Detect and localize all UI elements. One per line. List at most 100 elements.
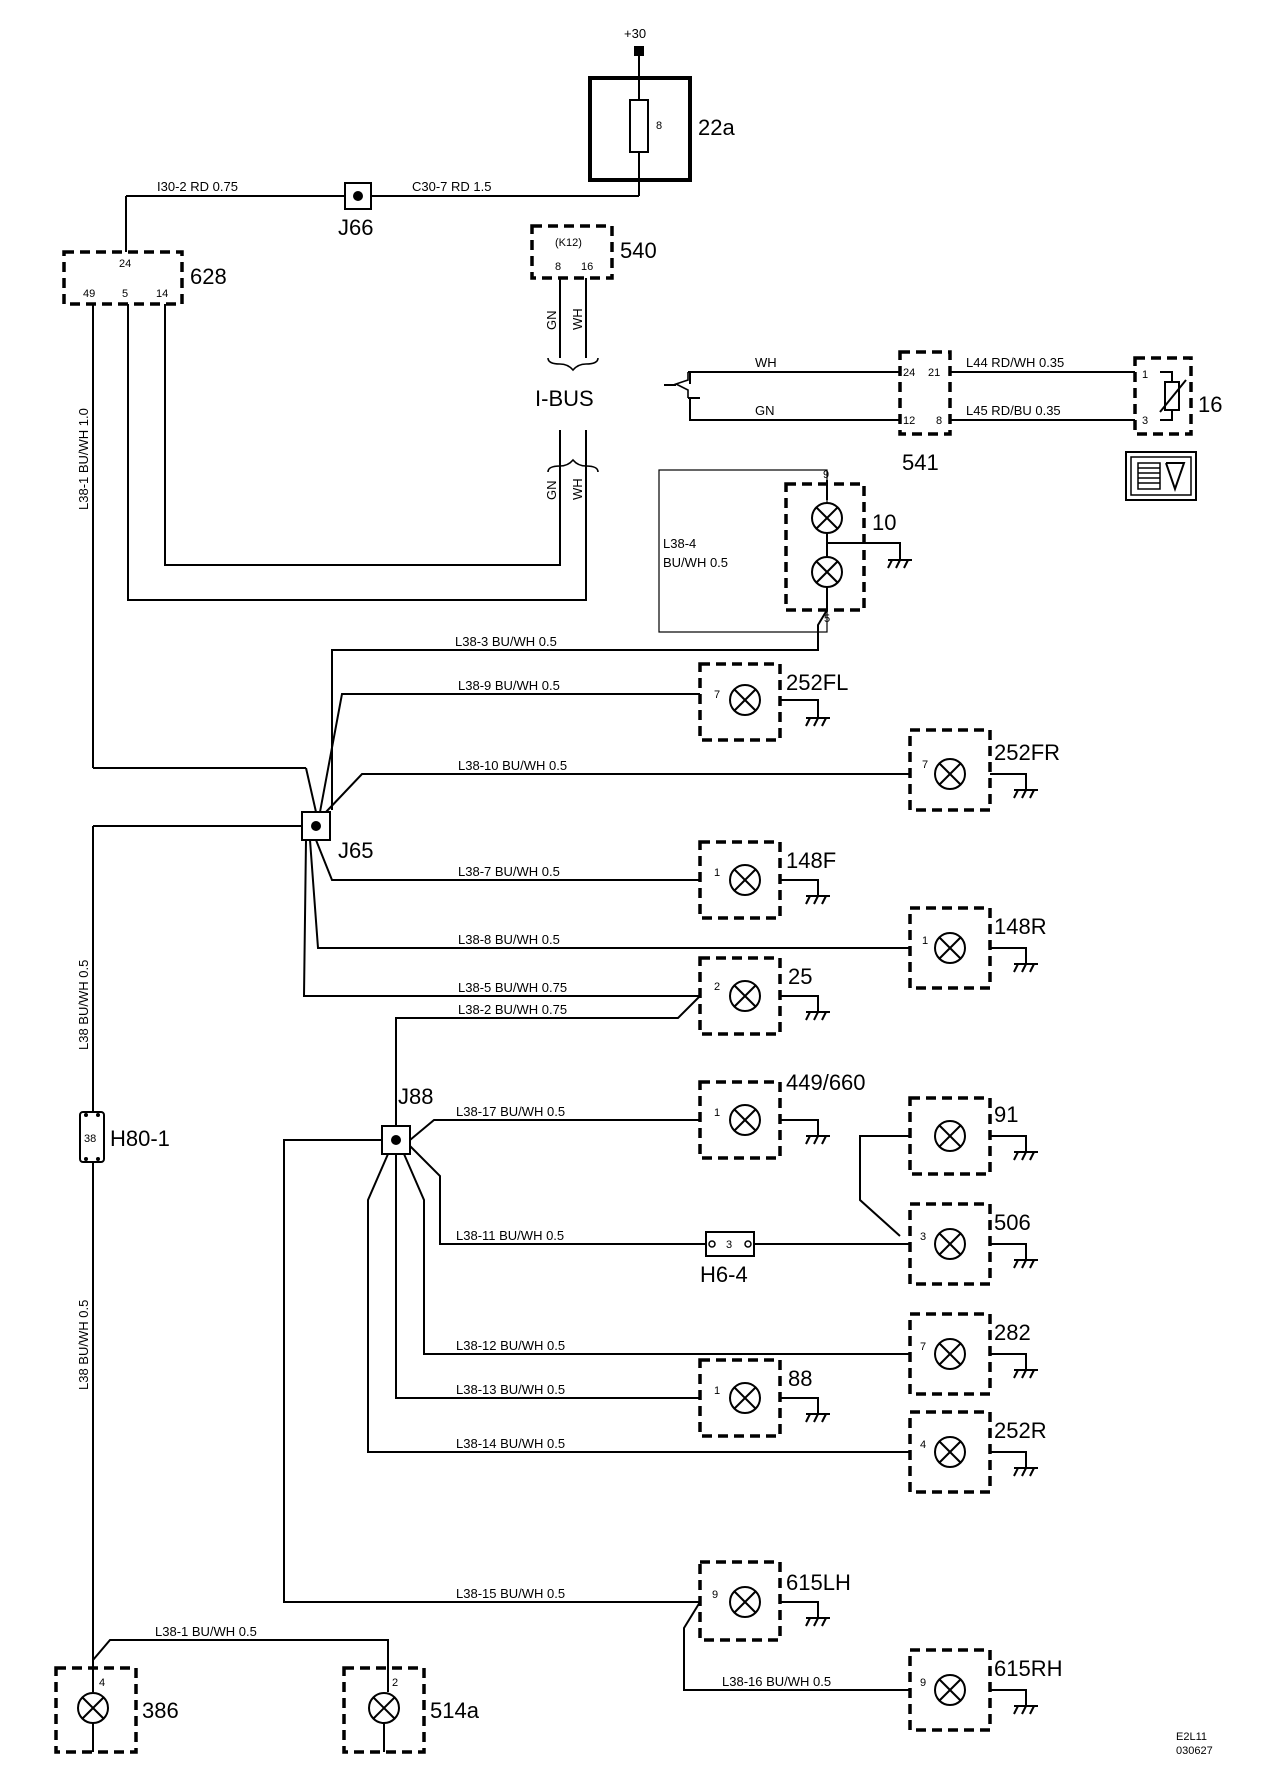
ground-icon xyxy=(1013,1467,1038,1477)
component-252fl-box xyxy=(698,662,782,742)
wire-label: L38-13 BU/WH 0.5 xyxy=(456,1382,565,1397)
pin-label: 1 xyxy=(1142,369,1148,381)
pin-label: 4 xyxy=(920,1439,926,1451)
pin-label: 7 xyxy=(714,689,720,701)
supply-label: +30 xyxy=(624,26,646,41)
component-label-252fr: 252FR xyxy=(994,740,1060,765)
pin-label: 3 xyxy=(1142,415,1148,427)
lamp-icon xyxy=(729,1586,761,1618)
wire-label: L38-15 BU/WH 0.5 xyxy=(456,1586,565,1601)
lamp-icon xyxy=(811,502,843,534)
lamp-icon xyxy=(934,932,966,964)
lamp-icon xyxy=(729,864,761,896)
component-label-615lh: 615LH xyxy=(786,1570,851,1595)
wire-label: GN xyxy=(755,403,775,418)
component-514a-box xyxy=(342,1666,426,1754)
pin-label: 21 xyxy=(928,367,940,379)
wire-label: C30-7 RD 1.5 xyxy=(412,179,491,194)
component-label-148r: 148R xyxy=(994,914,1047,939)
component-10-outline xyxy=(658,469,828,633)
lamp-icon xyxy=(934,1120,966,1152)
wire-label: BU/WH 0.5 xyxy=(663,555,728,570)
pin-label: 5 xyxy=(824,613,830,625)
wire-label: WH xyxy=(570,308,585,330)
supply-terminal xyxy=(634,46,644,56)
ground-icon xyxy=(1013,789,1038,799)
pin-label: 3 xyxy=(726,1239,732,1251)
wire-label: L38-2 BU/WH 0.75 xyxy=(458,1002,567,1017)
pin-label: 1 xyxy=(714,1385,720,1397)
component-label-540: 540 xyxy=(620,238,657,263)
wire-label: L38-1 BU/WH 0.5 xyxy=(155,1624,257,1639)
lamp-icon xyxy=(934,758,966,790)
pin-label: (K12) xyxy=(555,237,582,249)
component-label-25: 25 xyxy=(788,964,812,989)
component-628-box xyxy=(62,250,184,306)
lamp-icon xyxy=(729,1104,761,1136)
pin-label: 2 xyxy=(392,1677,398,1689)
ground-icon xyxy=(805,1617,830,1627)
lamp-icon xyxy=(934,1674,966,1706)
wire-label: I30-2 RD 0.75 xyxy=(157,179,238,194)
connector-label-h6-4: H6-4 xyxy=(700,1262,748,1287)
junction-label-j65: J65 xyxy=(338,838,373,863)
pin-label: 7 xyxy=(922,759,928,771)
component-label-615rh: 615RH xyxy=(994,1656,1062,1681)
wire-label: L38-4 xyxy=(663,536,696,551)
component-label-16: 16 xyxy=(1198,392,1222,417)
lamp-icon xyxy=(811,556,843,588)
lamp-icon xyxy=(729,980,761,1012)
ground-icon xyxy=(887,559,912,569)
bus-label: I-BUS xyxy=(535,386,594,411)
ground-icon xyxy=(805,1413,830,1423)
lamp-icon xyxy=(729,1382,761,1414)
pin-label: 8 xyxy=(936,415,942,427)
pin-label: 3 xyxy=(920,1231,926,1243)
component-label-506: 506 xyxy=(994,1210,1031,1235)
component-22a-box xyxy=(588,76,692,182)
component-label-252fl: 252FL xyxy=(786,670,848,695)
pin-label: 7 xyxy=(920,1341,926,1353)
junction-label-j88: J88 xyxy=(398,1084,433,1109)
pin-label: 14 xyxy=(156,288,168,300)
component-label-88: 88 xyxy=(788,1366,812,1391)
component-label-252r: 252R xyxy=(994,1418,1047,1443)
connector-label-h80-1: H80-1 xyxy=(110,1126,170,1151)
pin-label: 9 xyxy=(920,1677,926,1689)
lamp-icon xyxy=(934,1338,966,1370)
lamp-icon xyxy=(368,1692,400,1724)
pin-label: 8 xyxy=(656,120,662,132)
wire-label: L38-17 BU/WH 0.5 xyxy=(456,1104,565,1119)
lamp-icon xyxy=(934,1436,966,1468)
wire-label: L45 RD/BU 0.35 xyxy=(966,403,1061,418)
wire-label: L38-16 BU/WH 0.5 xyxy=(722,1674,831,1689)
wire-label: L38-3 BU/WH 0.5 xyxy=(455,634,557,649)
ground-icon xyxy=(1013,1151,1038,1161)
wire-label: L38-9 BU/WH 0.5 xyxy=(458,678,560,693)
component-label-541: 541 xyxy=(902,450,939,475)
lamp-icon xyxy=(729,684,761,716)
component-label-10: 10 xyxy=(872,510,896,535)
component-label-282: 282 xyxy=(994,1320,1031,1345)
ground-icon xyxy=(805,1135,830,1145)
component-label-91: 91 xyxy=(994,1102,1018,1127)
wire-label: L38-8 BU/WH 0.5 xyxy=(458,932,560,947)
pin-label: 16 xyxy=(581,261,593,273)
ground-icon xyxy=(1013,963,1038,973)
wire-label: GN xyxy=(544,311,559,331)
component-label-449-660: 449/660 xyxy=(786,1070,866,1095)
component-252fr-box xyxy=(908,728,992,812)
component-541-box xyxy=(898,350,952,436)
reference-code: E2L11 xyxy=(1176,1731,1207,1743)
wire-label: L38-10 BU/WH 0.5 xyxy=(458,758,567,773)
pin-label: 9 xyxy=(823,469,829,481)
pin-label: 2 xyxy=(714,981,720,993)
ground-icon xyxy=(1013,1259,1038,1269)
lamp-icon xyxy=(77,1692,109,1724)
junction-label-j66: J66 xyxy=(338,215,373,240)
component-16-box xyxy=(1133,356,1193,436)
wire-label: L38 BU/WH 0.5 xyxy=(76,1300,91,1390)
wire-label: L38-7 BU/WH 0.5 xyxy=(458,864,560,879)
